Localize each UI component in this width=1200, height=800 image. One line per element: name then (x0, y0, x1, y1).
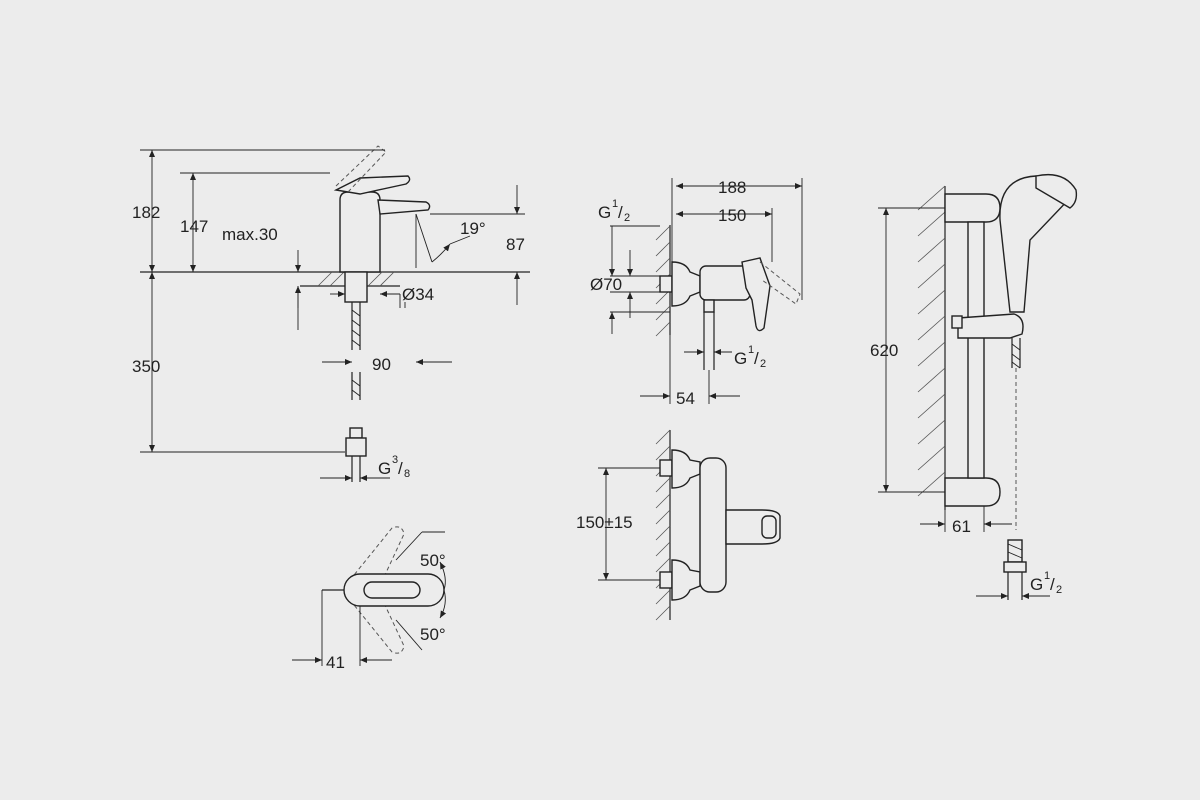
hose-connector (349, 427, 363, 439)
slider-knob (951, 315, 963, 329)
dim-spout-height: 147 (180, 217, 208, 236)
basin-mixer-side-view: 182 147 max.30 19° 87 Ø34 350 90 G (132, 145, 530, 482)
shower-head (1035, 173, 1078, 209)
dim-connection: G 3 / 8 (378, 454, 410, 480)
svg-text:1: 1 (748, 344, 754, 356)
upper-bracket (944, 193, 1001, 223)
lever-rotated-left (349, 526, 405, 591)
counter-hatch (317, 271, 395, 287)
dim-max-counter: max.30 (222, 225, 278, 244)
lever-opening (363, 581, 421, 599)
lever-open-position (335, 145, 387, 193)
mixer-spout (377, 199, 431, 215)
hose-connector (1007, 539, 1023, 563)
lower-bracket (944, 477, 1001, 507)
svg-text:/: / (754, 349, 759, 368)
mounting-nut (344, 271, 368, 303)
wall-connection (659, 275, 673, 293)
svg-text:8: 8 (404, 468, 410, 480)
lower-escutcheon (671, 559, 701, 601)
svg-text:2: 2 (1056, 584, 1062, 596)
shower-rail-assembly: 620 61 G 1 / 2 (870, 173, 1078, 600)
lever-top-view: 50° 50° 41 (292, 526, 447, 672)
svg-text:/: / (1050, 575, 1055, 594)
dim-spout-projection: 90 (372, 355, 391, 374)
dim-hole-diameter: Ø34 (402, 285, 434, 304)
dim-body-depth: 150 (718, 206, 746, 225)
dim-wall-distance: 61 (952, 517, 971, 536)
dim-angle-bottom: 50° (420, 625, 446, 644)
dim-spout-reach-height: 87 (506, 235, 525, 254)
dim-connection-top: G 1 / 2 (598, 198, 630, 224)
svg-text:G: G (378, 459, 391, 478)
dim-hose-length: 350 (132, 357, 160, 376)
mixer-lever (333, 175, 411, 195)
mixer-body (699, 265, 751, 301)
upper-connection (659, 459, 673, 477)
dim-spout-angle: 19° (460, 219, 486, 238)
wall-hatch (655, 429, 671, 621)
dim-lever-width: 41 (326, 653, 345, 672)
handset-slider (957, 313, 1024, 339)
hose-fitting (345, 437, 367, 457)
dim-angle-top: 50° (420, 551, 446, 570)
svg-text:2: 2 (624, 212, 630, 224)
dim-total-height: 182 (132, 203, 160, 222)
svg-text:3: 3 (392, 454, 398, 466)
wall-hatch (917, 185, 946, 497)
mixer-lever (741, 257, 771, 332)
outlet (703, 299, 715, 313)
mixer-body (339, 191, 381, 273)
dim-hose-connection: G 1 / 2 (1030, 570, 1062, 596)
svg-text:G: G (598, 203, 611, 222)
braided-hose (351, 309, 361, 347)
dim-outlet: G 1 / 2 (734, 344, 766, 370)
lever-rotated-right (349, 589, 405, 654)
svg-text:/: / (398, 459, 403, 478)
dim-rail-length: 620 (870, 341, 898, 360)
svg-text:G: G (1030, 575, 1043, 594)
lower-connection (659, 571, 673, 589)
dim-total-depth: 188 (718, 178, 746, 197)
escutcheon (671, 261, 701, 307)
lever-tip (761, 515, 777, 539)
svg-text:G: G (734, 349, 747, 368)
mixer-body (699, 457, 727, 593)
shower-mixer-front-view: 150±15 (576, 429, 781, 621)
shower-mixer-side-view: 188 150 G 1 / 2 Ø70 G 1 / 2 (590, 178, 803, 408)
hose-nut (1003, 561, 1027, 573)
shower-hose (1011, 343, 1021, 369)
dim-wall-offset: 54 (676, 389, 695, 408)
svg-text:/: / (618, 203, 623, 222)
dim-escutcheon: Ø70 (590, 275, 622, 294)
svg-text:1: 1 (1044, 570, 1050, 582)
slide-rail (967, 221, 985, 479)
lever-open-position (759, 261, 801, 305)
dim-centers: 150±15 (576, 513, 633, 532)
svg-text:1: 1 (612, 198, 618, 210)
upper-escutcheon (671, 449, 701, 489)
svg-text:2: 2 (760, 358, 766, 370)
